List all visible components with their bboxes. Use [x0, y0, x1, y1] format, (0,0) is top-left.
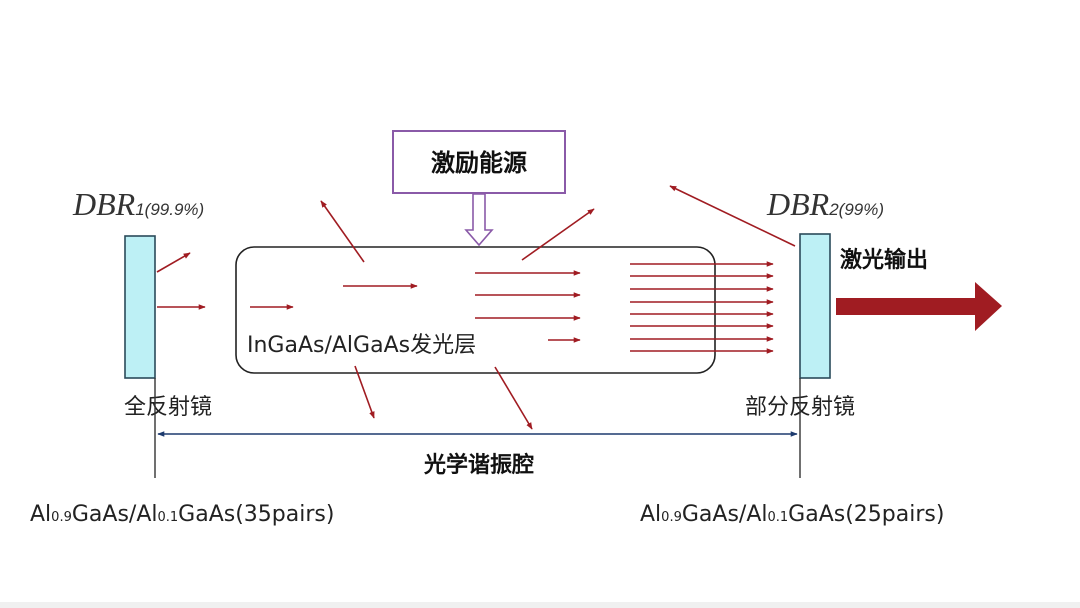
left-mirror-label: 全反射镜	[124, 395, 212, 420]
photon-arrow	[156, 252, 191, 273]
photon-arrows	[156, 185, 796, 430]
dbr2-label: DBR2(99%)	[766, 186, 884, 222]
photon-arrow	[354, 365, 375, 419]
photon-arrow	[669, 185, 796, 247]
photon-arrow	[494, 366, 533, 430]
laser-output-arrow	[836, 282, 1002, 331]
pump-source-label: 激励能源	[431, 149, 527, 177]
active-layer-box	[235, 246, 716, 374]
right-mirror	[799, 233, 831, 379]
pump-down-arrow	[464, 193, 494, 247]
laser-output-label: 激光输出	[840, 247, 928, 273]
dbr1-label: DBR1(99.9%)	[72, 186, 204, 222]
cavity-label: 光学谐振腔	[423, 452, 534, 478]
left-mirror	[124, 235, 156, 379]
right-composition-label: Al0.9GaAs/Al0.1GaAs(25pairs)	[640, 502, 944, 527]
active-layer-label: InGaAs/AlGaAs发光层	[247, 333, 476, 358]
photon-arrow	[521, 208, 595, 261]
photon-arrow	[320, 200, 365, 263]
left-composition-label: Al0.9GaAs/Al0.1GaAs(35pairs)	[30, 502, 334, 527]
bottom-bar	[0, 602, 1080, 608]
pump-source: 激励能源	[392, 130, 566, 194]
pump-source-box	[392, 130, 566, 194]
